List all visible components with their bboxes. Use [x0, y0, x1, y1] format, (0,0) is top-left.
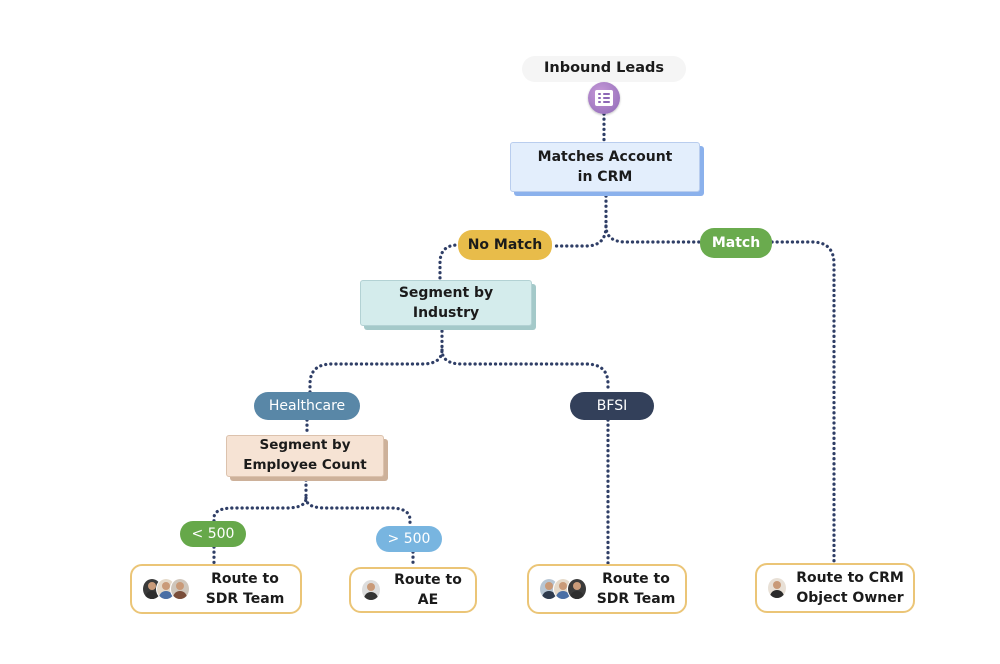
owner-avatar-group [767, 577, 787, 599]
route-sdr-small-line2: SDR Team [205, 591, 285, 607]
route-ae-node[interactable]: Route to AE [349, 567, 477, 613]
edge-decision-to-match [604, 224, 702, 244]
route-sdr-bfsi-line2: SDR Team [596, 591, 676, 607]
edge-seg-industry-to-bfsi [440, 348, 610, 394]
form-list-icon [588, 82, 620, 114]
segment-employee-line1: Segment by [259, 437, 351, 454]
sdr-team-avatars [539, 578, 587, 600]
matches-account-line1: Matches Account [537, 148, 673, 165]
inbound-leads-title: Inbound Leads [522, 56, 686, 82]
person-avatar [567, 578, 587, 600]
segment-industry-line1: Segment by [398, 284, 494, 301]
match-label: Match [711, 234, 761, 251]
person-avatar [170, 578, 190, 600]
segment-employee-line2: Employee Count [243, 457, 367, 473]
gt-500-branch[interactable]: > 500 [376, 526, 442, 552]
edge-seg-employee-to-gt500 [304, 496, 412, 528]
segment-industry-line2: Industry [412, 305, 480, 321]
route-crm-owner-node[interactable]: Route to CRM Object Owner [755, 563, 915, 613]
route-sdr-small-line1: Route to [211, 570, 279, 587]
edge-decision-to-nomatch [550, 194, 608, 248]
edge-nomatch-to-seg-industry [438, 243, 462, 282]
route-sdr-bfsi-line1: Route to [602, 570, 670, 587]
route-sdr-bfsi-node[interactable]: Route to SDR Team [527, 564, 687, 614]
person-avatar [361, 579, 381, 601]
match-branch[interactable]: Match [700, 228, 772, 258]
lt-500-branch[interactable]: < 500 [180, 521, 246, 547]
route-crm-owner-line1: Route to CRM [796, 569, 904, 586]
matches-account-node[interactable]: Matches Account in CRM [510, 142, 700, 192]
healthcare-branch[interactable]: Healthcare [254, 392, 360, 420]
route-ae-line1: Route to [394, 571, 462, 588]
segment-industry-node[interactable]: Segment by Industry [360, 280, 532, 326]
edge-seg-employee-to-lt500 [212, 478, 308, 523]
matches-account-line2: in CRM [577, 169, 633, 185]
healthcare-label: Healthcare [268, 397, 346, 414]
segment-employee-node[interactable]: Segment by Employee Count [226, 435, 384, 477]
lt-500-label: < 500 [191, 525, 235, 542]
bfsi-branch[interactable]: BFSI [570, 392, 654, 420]
ae-avatar-group [361, 579, 381, 601]
route-sdr-small-node[interactable]: Route to SDR Team [130, 564, 302, 614]
route-crm-owner-line2: Object Owner [796, 590, 904, 606]
sdr-team-avatars [142, 578, 190, 600]
edge-match-to-crm-owner [770, 240, 836, 565]
edge-seg-industry-to-healthcare [308, 324, 444, 394]
gt-500-label: > 500 [387, 530, 431, 547]
person-avatar [767, 577, 787, 599]
no-match-branch[interactable]: No Match [458, 230, 552, 260]
route-ae-line2: AE [417, 592, 439, 608]
bfsi-label: BFSI [596, 397, 628, 414]
inbound-leads-label: Inbound Leads [543, 60, 664, 77]
no-match-label: No Match [467, 236, 543, 253]
